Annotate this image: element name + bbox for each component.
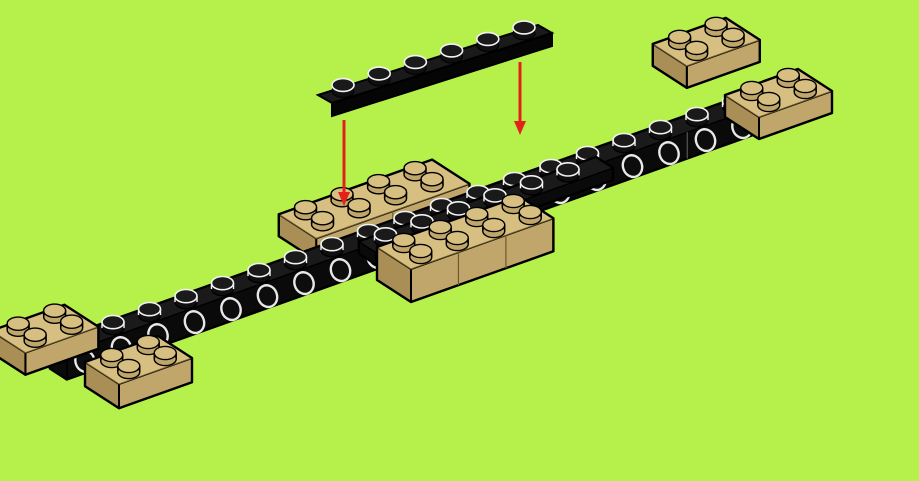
stud [521,176,543,195]
stud [477,33,499,52]
stud [613,134,635,153]
stud [483,218,505,237]
stud [24,328,46,347]
stud [722,28,744,47]
stud [175,290,197,309]
stud [102,316,124,335]
stud [404,56,426,75]
stud [139,303,161,322]
stud [248,264,270,283]
stud [321,238,343,257]
stud [410,244,432,263]
stud [758,92,780,111]
tan-brick-2x2-right-front [725,68,832,139]
stud [513,21,535,40]
stud [794,79,816,98]
stud [212,277,234,296]
stud [385,186,407,205]
stud [285,251,307,270]
stud [61,315,83,334]
stud [686,41,708,60]
tan-brick-2x2-right-back [653,17,760,88]
down-arrow-icon [514,62,526,135]
stud [557,163,579,182]
stud [421,173,443,192]
black-plate-1x6 [318,21,552,116]
stud [446,231,468,250]
stud [332,79,354,98]
stud [368,67,390,86]
stud [519,205,541,224]
stud [154,346,176,365]
stud [650,121,672,140]
stud [348,199,370,218]
stud [312,212,334,231]
stud [441,44,463,63]
stud [686,108,708,127]
stud [118,359,140,378]
down-arrow-icon [338,120,350,206]
